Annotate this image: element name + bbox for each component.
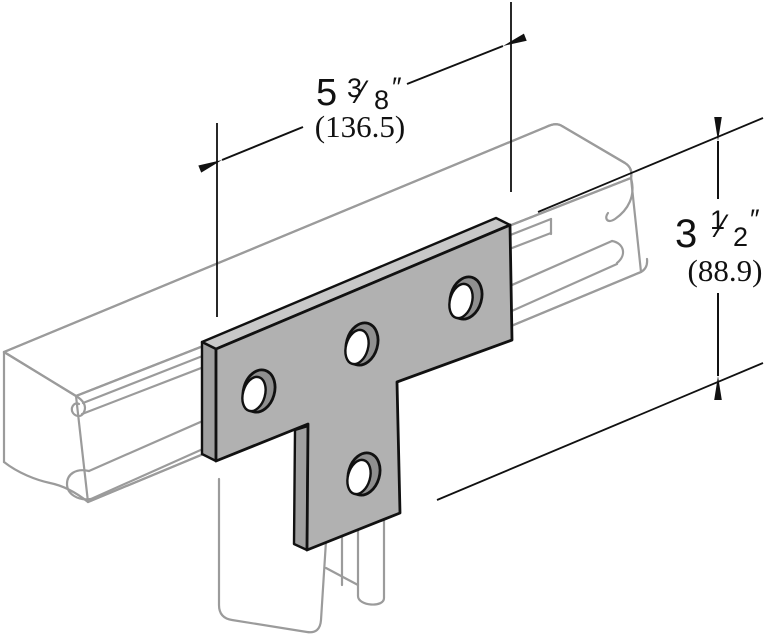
width-dimension-label: 5 3 ⁄ 8 ″ (136.5) (315, 72, 405, 144)
tee-plate (200, 216, 514, 552)
svg-text:2: 2 (733, 222, 748, 252)
svg-text:8: 8 (374, 85, 389, 115)
width-leader-arrow-right (406, 33, 527, 85)
svg-text:″: ″ (392, 72, 402, 102)
vertical-channel-lip (356, 519, 386, 606)
plate-left-edge-face (200, 340, 218, 463)
svg-text:3: 3 (347, 73, 362, 103)
vertical-strut-channel (217, 477, 386, 634)
plate-hole-right (448, 275, 484, 321)
plate-hole-bottom (346, 451, 382, 497)
height-dimension-label: 3 1 ⁄ 2 ″ (88.9) (675, 204, 762, 288)
svg-text:1: 1 (710, 205, 725, 235)
svg-text:(136.5): (136.5) (315, 109, 405, 144)
plate-front-face (214, 223, 514, 552)
plate-hole-middle (344, 321, 380, 367)
vertical-channel-body (217, 477, 328, 634)
width-leader-arrow-left (198, 126, 304, 173)
plate-hole-left (241, 368, 277, 414)
height-dimension: 3 1 ⁄ 2 ″ (88.9) (436, 117, 764, 501)
height-extension-line-top (537, 117, 764, 213)
svg-text:3: 3 (675, 212, 697, 256)
height-extension-line-bottom (436, 362, 764, 501)
svg-text:″: ″ (750, 204, 760, 234)
width-dimension: 5 3 ⁄ 8 ″ (136.5) (198, 2, 527, 317)
svg-text:(88.9): (88.9) (688, 253, 763, 288)
svg-text:5: 5 (316, 72, 337, 114)
